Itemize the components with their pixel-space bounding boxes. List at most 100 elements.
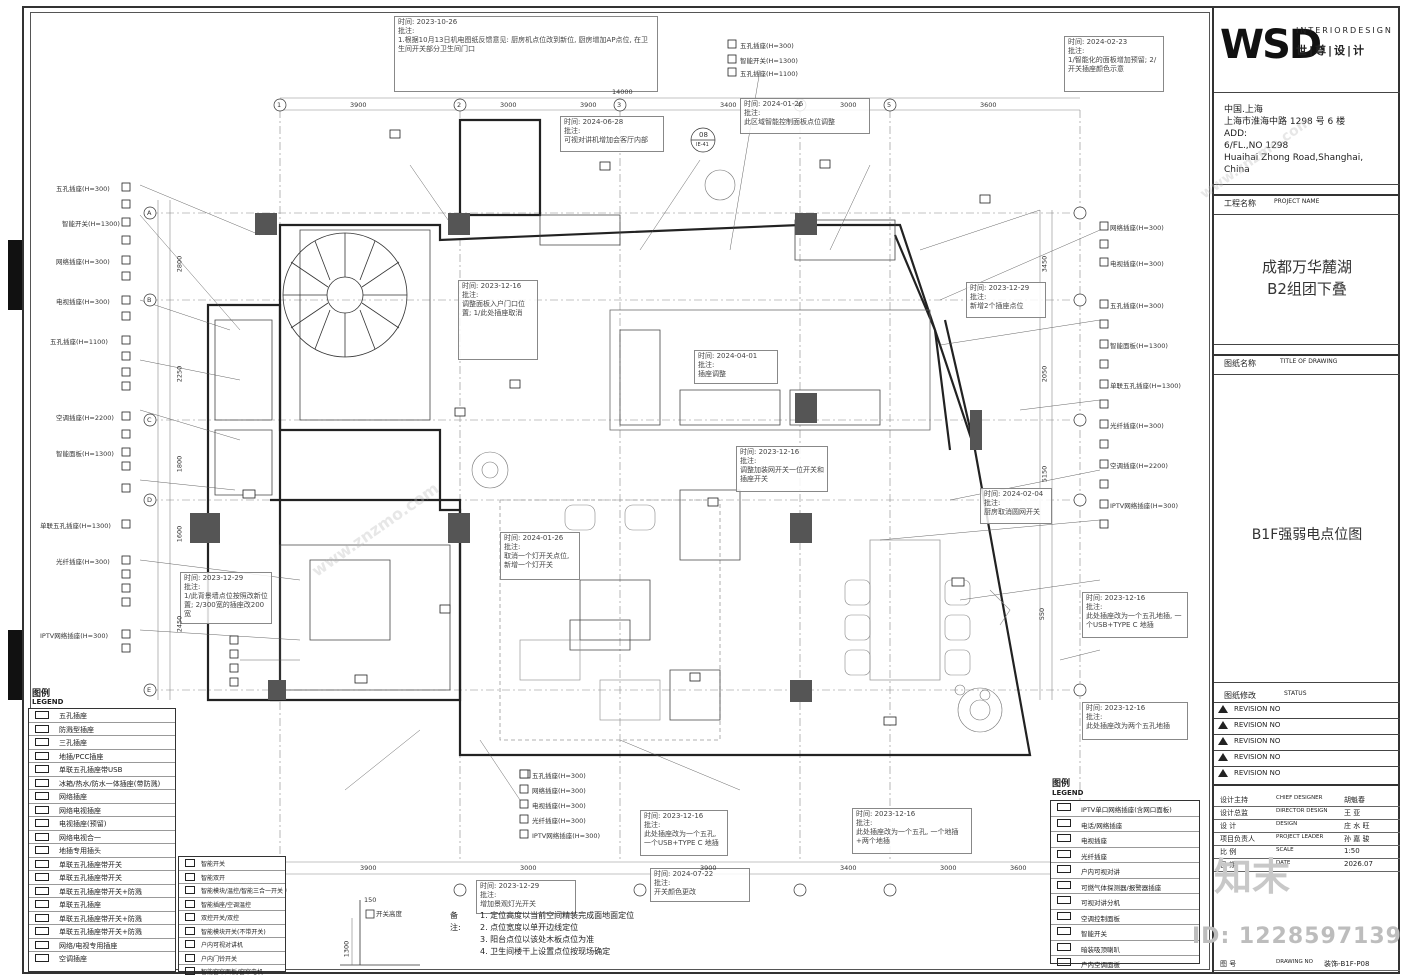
grid-marker: C xyxy=(147,416,152,424)
switch-height-dim: 1300 xyxy=(342,940,351,958)
callout: 电视插座(H=300) xyxy=(1110,260,1164,268)
watermark-id: ID: 1228597139 xyxy=(1192,924,1402,949)
callout: 空调插座(H=2200) xyxy=(56,414,114,422)
callout: 网络插座(H=300) xyxy=(532,787,586,795)
revision-label-en: STATUS xyxy=(1284,690,1307,697)
drawing-name: B1F强弱电点位图 xyxy=(1251,527,1363,543)
smart-switch-icon xyxy=(1057,927,1071,935)
network-socket-icon xyxy=(35,792,49,800)
dimension: 5150 xyxy=(1040,465,1049,483)
grid-marker: A xyxy=(147,209,152,217)
network-tv-icon xyxy=(35,832,49,841)
curtain-panel-icon xyxy=(185,967,195,975)
ac-panel-icon xyxy=(1057,911,1071,920)
callout: 电视插座(H=300) xyxy=(56,298,110,306)
intercom-extension-icon xyxy=(1057,896,1071,904)
ceiling-speaker-icon xyxy=(1057,942,1071,951)
legend-right-title: 图例 xyxy=(1052,779,1071,789)
socket-icon xyxy=(35,711,49,719)
callout: 单联五孔插座(H=1300) xyxy=(1110,382,1181,390)
grid-marker: 4 xyxy=(797,101,802,109)
dimension: 3000 xyxy=(520,864,537,872)
legend-title: 图例 xyxy=(32,689,51,699)
switch-socket-icon xyxy=(35,886,49,895)
tv-socket-icon xyxy=(35,819,49,827)
legend-right: IPTV单口网络插座(含网口面板) 电话/网络插座 电视插座 光纤插座 户内可视… xyxy=(1050,800,1200,969)
dimension: 3900 xyxy=(580,101,597,109)
callout: 智能面板(H=1300) xyxy=(1110,342,1168,350)
callout: 光纤插座(H=300) xyxy=(56,558,110,566)
smart-switch-icon xyxy=(185,872,195,881)
network-tv-icon xyxy=(35,805,49,814)
ac-socket-icon xyxy=(35,954,49,962)
title-block: WSD INTERIORDESIGN 世|尊|设|计 中国.上海 上海市淮海中路… xyxy=(1212,8,1400,972)
callout: 光纤插座(H=300) xyxy=(1110,422,1164,430)
drawing-label-en: TITLE OF DRAWING xyxy=(1280,358,1338,365)
dimension: 1800 xyxy=(175,455,184,473)
revision-row: REVISION NO xyxy=(1218,737,1280,745)
dimension: 3600 xyxy=(1010,864,1027,872)
floor-plug-icon xyxy=(35,846,49,854)
callout: 五孔插座(H=300) xyxy=(1110,302,1164,310)
grid-marker: 5 xyxy=(887,101,892,109)
dimension: 3400 xyxy=(840,864,857,872)
revision-row: REVISION NO xyxy=(1218,705,1280,713)
dimension: 3900 xyxy=(350,101,367,109)
section-tag-num: 08 xyxy=(699,131,708,139)
grid-marker: 1 xyxy=(277,101,282,109)
smart-module-icon xyxy=(185,926,195,935)
intercom-icon xyxy=(1057,865,1071,873)
grid-marker: 2 xyxy=(457,101,462,109)
logo-mark: WSD xyxy=(1220,22,1322,68)
ac-panel-icon xyxy=(1057,958,1071,966)
logo-cn: 世|尊|设|计 xyxy=(1296,44,1367,57)
address: 中国.上海 上海市淮海中路 1298 号 6 楼 ADD: 6/FL.,NO 1… xyxy=(1224,105,1364,175)
dimension: 3600 xyxy=(980,101,997,109)
fiber-socket-icon xyxy=(1057,849,1071,858)
revision-row: REVISION NO xyxy=(1218,753,1280,761)
combo-socket-icon xyxy=(35,778,49,787)
dimension: 550 xyxy=(1038,607,1047,621)
legend-left: 五孔插座 防溅型插座 三孔插座 地插/PCC插座 单联五孔插座带USB 冰箱/热… xyxy=(28,708,176,972)
callout: 五孔插座(H=300) xyxy=(740,42,794,50)
usb-socket-icon xyxy=(35,765,49,773)
callout: 网络插座(H=300) xyxy=(56,258,110,266)
callout: 五孔插座(H=1100) xyxy=(50,338,108,346)
project-name: 成都万华麓湖 B2组团下叠 xyxy=(1261,258,1352,298)
dimension: 2250 xyxy=(175,365,184,383)
dimension: 14000 xyxy=(612,88,633,96)
dimension: 3000 xyxy=(840,101,857,109)
iptv-socket-icon xyxy=(1057,803,1071,811)
revision-triangle-icon xyxy=(1218,753,1228,761)
smart-module-icon xyxy=(185,886,195,894)
network-tv-icon xyxy=(35,940,49,949)
revision-row: REVISION NO xyxy=(1218,721,1280,729)
outer-border xyxy=(22,6,1400,974)
phone-network-icon xyxy=(1057,818,1071,827)
switch-height-label: 开关高度 xyxy=(376,910,402,918)
callout: 网络插座(H=300) xyxy=(1110,224,1164,232)
callout: 空调插座(H=2200) xyxy=(1110,462,1168,470)
section-tag-sheet: IE-41 xyxy=(696,142,709,148)
floor-plan xyxy=(121,39,1109,897)
switch-socket-icon xyxy=(35,859,49,868)
thermostat-icon xyxy=(185,899,195,908)
switch-socket-icon xyxy=(35,927,49,935)
gas-detector-icon xyxy=(1057,880,1071,889)
dimension: 3400 xyxy=(720,101,737,109)
callout: 五孔插座(H=1100) xyxy=(740,70,798,78)
dual-switch-icon xyxy=(185,913,195,921)
